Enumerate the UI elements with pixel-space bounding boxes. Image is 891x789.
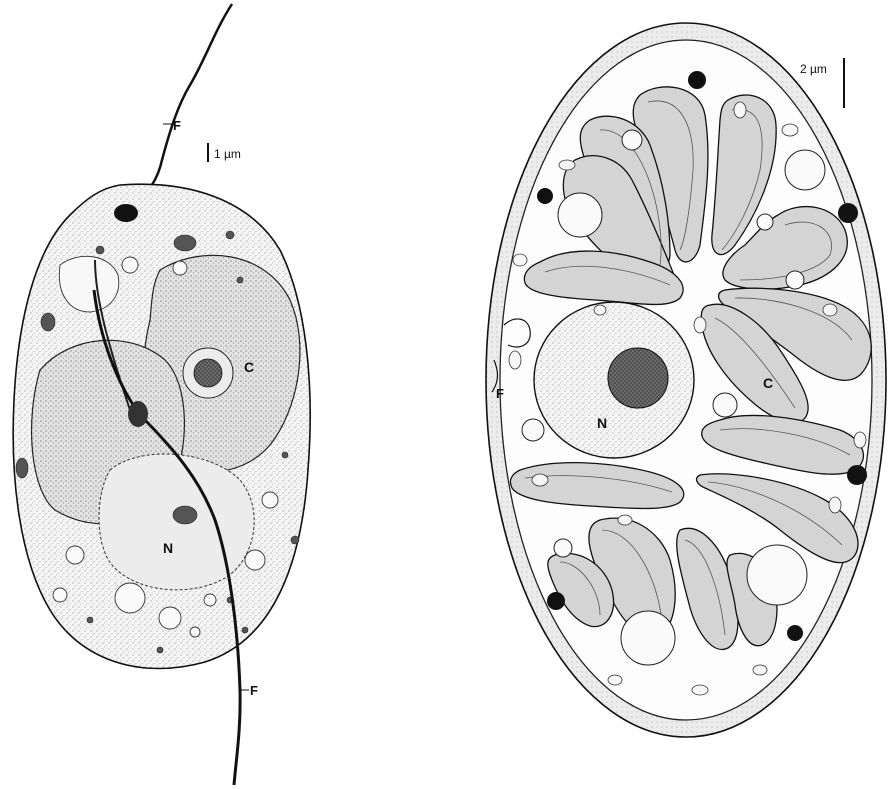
left-flagellum-label-top: F (173, 118, 181, 133)
left-scale-bar-label: 1 µm (214, 147, 241, 161)
right-flagellum-label: F (496, 386, 504, 401)
right-cell: N C F 2 µm (486, 23, 886, 737)
left-stigma (128, 401, 148, 427)
left-nucleus-label: N (163, 540, 173, 556)
left-cell: F F N C 1 µm (13, 4, 310, 785)
right-scale-bar-label: 2 µm (800, 62, 827, 76)
left-flagellum-label-bottom: F (250, 683, 258, 698)
left-pyrenoid-core (194, 359, 222, 387)
left-flagellum-top (132, 4, 232, 205)
right-nucleolus (608, 348, 668, 408)
left-nucleus (99, 454, 254, 590)
left-chloroplast-label: C (244, 359, 254, 375)
right-nucleus-label: N (597, 415, 607, 431)
left-basal-body (114, 204, 138, 222)
right-chloroplast-label: C (763, 375, 773, 391)
